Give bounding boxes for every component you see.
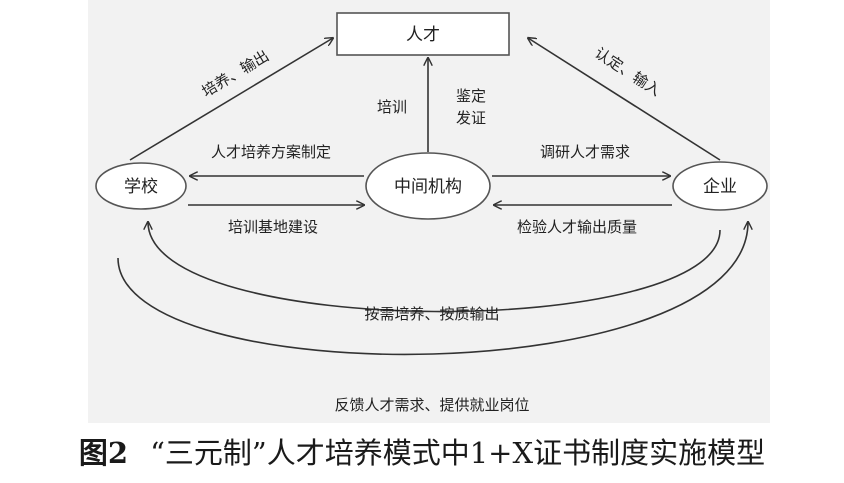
diagram-canvas: 人才 学校 中间机构 企业 培养、输出 认定、输入 培训 鉴定 发证 人才培养方… — [95, 12, 768, 414]
talent-node: 人才 — [336, 12, 510, 56]
school-label: 学校 — [124, 177, 158, 197]
enterprise-node: 企业 — [672, 161, 768, 211]
appraisal-label-line1: 鉴定 — [456, 87, 486, 105]
intermediary-label: 中间机构 — [394, 177, 462, 197]
on-demand-label: 按需培养、按质输出 — [364, 305, 499, 323]
feedback-arc — [117, 222, 748, 356]
school-node: 学校 — [95, 162, 187, 210]
research-label: 调研人才需求 — [540, 143, 630, 161]
base-label: 培训基地建设 — [228, 218, 318, 236]
feedback-label: 反馈人才需求、提供就业岗位 — [334, 396, 529, 414]
appraisal-label-line2: 发证 — [456, 109, 486, 127]
inspect-label: 检验人才输出质量 — [517, 218, 637, 236]
intermediary-node: 中间机构 — [365, 152, 491, 220]
figure-number: 图2 — [78, 436, 129, 470]
figure-caption: 图2 “三元制”人才培养模式中1+X证书制度实施模型 — [0, 428, 844, 478]
school-to-talent-arrow — [129, 38, 333, 161]
on-demand-arc — [148, 222, 721, 313]
talent-label: 人才 — [406, 25, 440, 45]
figure-title: “三元制”人才培养模式中1+X证书制度实施模型 — [150, 436, 766, 470]
enterprise-label: 企业 — [703, 177, 737, 197]
school-to-talent-label: 培养、输出 — [199, 47, 273, 101]
training-label: 培训 — [377, 98, 407, 116]
plan-label: 人才培养方案制定 — [211, 143, 331, 161]
enterprise-to-talent-arrow — [528, 38, 721, 161]
enterprise-to-talent-label: 认定、输入 — [591, 44, 664, 100]
